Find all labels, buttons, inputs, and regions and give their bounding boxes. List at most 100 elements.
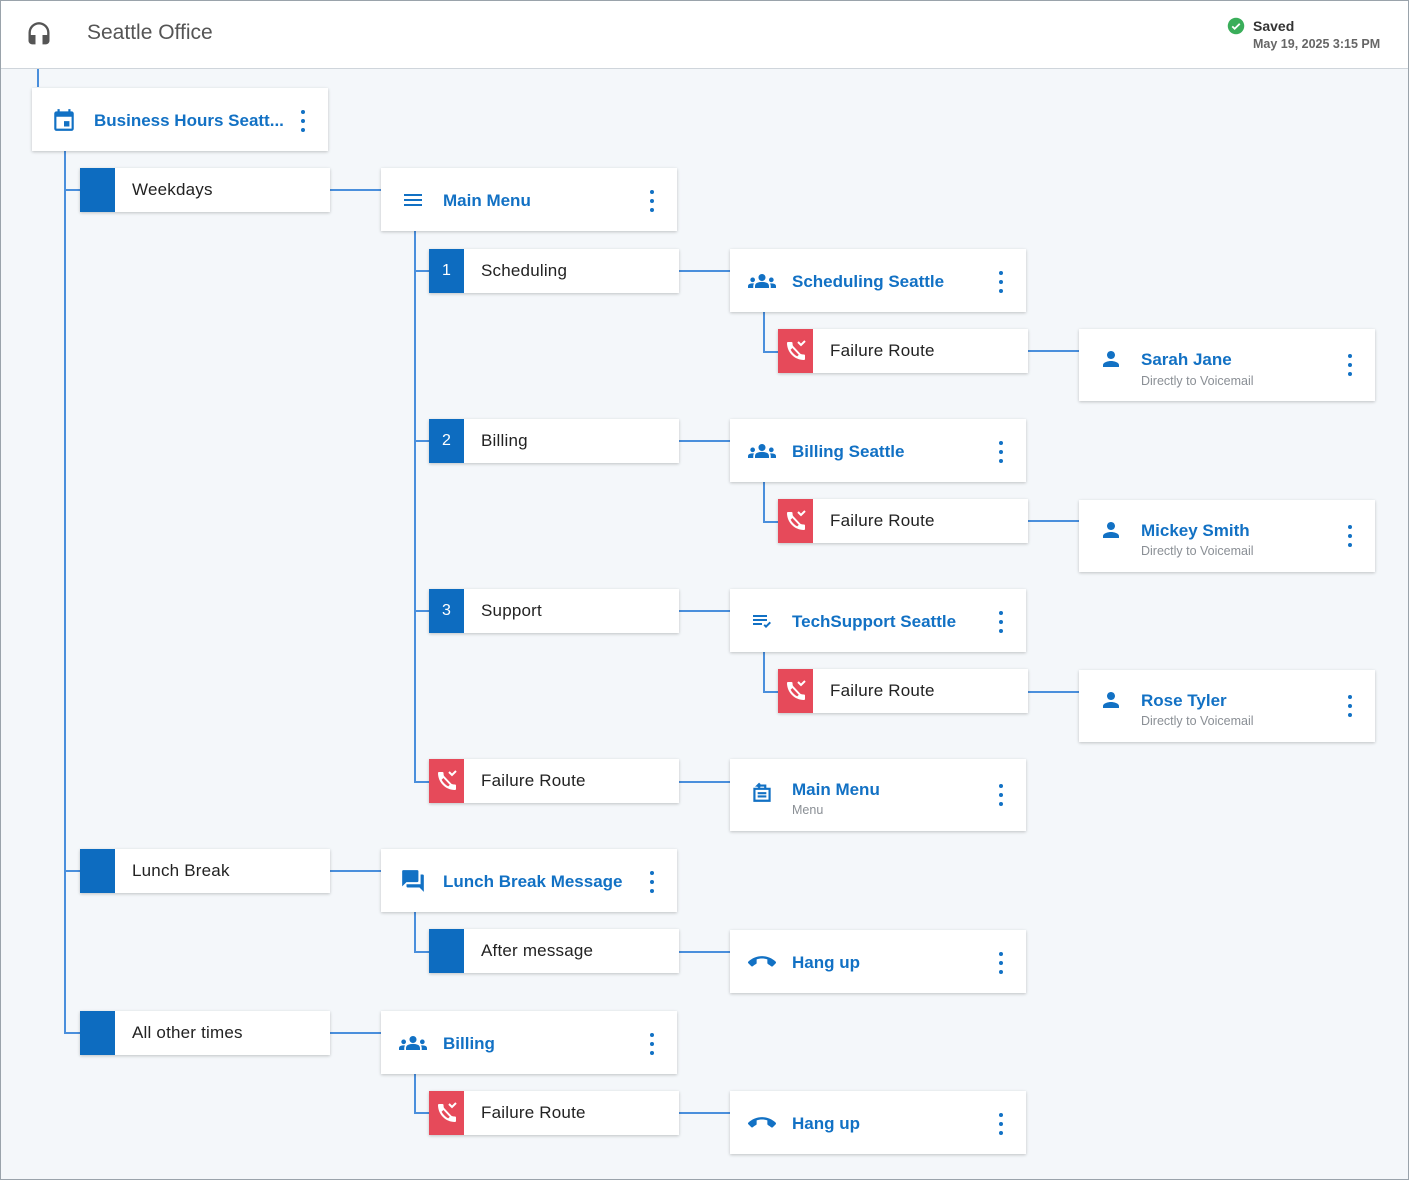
option-key: 3 — [429, 589, 464, 633]
node-sarah-jane[interactable]: Sarah Jane Directly to Voicemail — [1079, 329, 1375, 401]
node-subtitle: Directly to Voicemail — [1141, 714, 1254, 728]
group-icon — [398, 1028, 428, 1058]
connector — [414, 912, 416, 952]
route-label: Failure Route — [481, 1103, 586, 1122]
group-icon — [747, 266, 777, 296]
connector — [414, 270, 429, 272]
node-billing-seattle[interactable]: Billing Seattle — [730, 419, 1026, 482]
route-all-other-times[interactable]: All other times — [80, 1011, 330, 1055]
more-options-icon[interactable] — [994, 611, 1008, 633]
node-hang-up-1[interactable]: Hang up — [730, 930, 1026, 993]
more-options-icon[interactable] — [994, 441, 1008, 463]
connector — [679, 781, 730, 783]
connector — [414, 610, 429, 612]
menu-option-1[interactable]: 1 Scheduling — [429, 249, 679, 293]
connector — [763, 351, 778, 353]
node-subtitle: Menu — [792, 803, 824, 817]
node-techsupport-seattle[interactable]: TechSupport Seattle — [730, 589, 1026, 652]
header-bar: Seattle Office Saved May 19, 2025 3:15 P… — [1, 1, 1408, 69]
connector — [763, 482, 765, 522]
more-options-icon[interactable] — [1343, 695, 1357, 717]
failure-route-billing[interactable]: Failure Route — [778, 499, 1028, 543]
node-name: Billing — [443, 1034, 495, 1053]
failure-route-billing-2[interactable]: Failure Route — [429, 1091, 679, 1135]
node-business-hours[interactable]: Business Hours Seatt... — [32, 88, 328, 151]
node-name: Main Menu — [443, 191, 531, 210]
connector — [64, 189, 80, 191]
connector — [1028, 350, 1079, 352]
failure-route-scheduling[interactable]: Failure Route — [778, 329, 1028, 373]
connector — [763, 652, 765, 692]
node-name: Billing Seattle — [792, 442, 905, 461]
connector — [763, 312, 765, 352]
connector — [414, 440, 429, 442]
call-failed-icon — [429, 1091, 464, 1135]
option-key: 2 — [429, 419, 464, 463]
route-label: After message — [481, 941, 594, 960]
connector — [763, 521, 778, 523]
connector — [64, 870, 80, 872]
hang-up-icon — [747, 1108, 777, 1138]
option-label: Scheduling — [481, 261, 568, 280]
node-name: Rose Tyler — [1141, 691, 1227, 710]
save-status-text: Saved — [1253, 18, 1295, 34]
node-scheduling-seattle[interactable]: Scheduling Seattle — [730, 249, 1026, 312]
node-billing[interactable]: Billing — [381, 1011, 677, 1074]
menu-return-icon — [747, 776, 777, 806]
more-options-icon[interactable] — [296, 110, 310, 132]
node-main-menu[interactable]: Main Menu — [381, 168, 677, 231]
connector — [330, 1032, 381, 1034]
menu-lines-icon — [398, 185, 428, 215]
more-options-icon[interactable] — [1343, 354, 1357, 376]
menu-option-2[interactable]: 2 Billing — [429, 419, 679, 463]
route-weekdays[interactable]: Weekdays — [80, 168, 330, 212]
route-tab — [80, 849, 115, 893]
failure-route-techsupport[interactable]: Failure Route — [778, 669, 1028, 713]
hang-up-icon — [747, 947, 777, 977]
node-main-menu-return[interactable]: Main Menu Menu — [730, 759, 1026, 831]
failure-route-main-menu[interactable]: Failure Route — [429, 759, 679, 803]
connector — [414, 951, 429, 953]
connector — [763, 691, 778, 693]
node-name: Hang up — [792, 1114, 860, 1133]
check-circle-icon — [1227, 17, 1245, 35]
connector — [1028, 520, 1079, 522]
connector — [679, 951, 730, 953]
node-subtitle: Directly to Voicemail — [1141, 374, 1254, 388]
more-options-icon[interactable] — [645, 871, 659, 893]
more-options-icon[interactable] — [645, 190, 659, 212]
option-key: 1 — [429, 249, 464, 293]
more-options-icon[interactable] — [994, 952, 1008, 974]
node-lunch-break-message[interactable]: Lunch Break Message — [381, 849, 677, 912]
connector — [64, 1032, 80, 1034]
calendar-icon — [49, 105, 79, 135]
more-options-icon[interactable] — [994, 271, 1008, 293]
person-icon — [1096, 515, 1126, 545]
node-name: Business Hours Seatt... — [94, 111, 284, 130]
person-icon — [1096, 685, 1126, 715]
route-lunch-break[interactable]: Lunch Break — [80, 849, 330, 893]
more-options-icon[interactable] — [1343, 525, 1357, 547]
person-icon — [1096, 344, 1126, 374]
connector — [37, 69, 39, 87]
route-tab — [429, 929, 464, 973]
route-label: Failure Route — [830, 341, 935, 360]
more-options-icon[interactable] — [994, 1113, 1008, 1135]
option-label: Support — [481, 601, 542, 620]
more-options-icon[interactable] — [645, 1033, 659, 1055]
node-name: TechSupport Seattle — [792, 612, 957, 631]
node-name: Scheduling Seattle — [792, 272, 945, 291]
headset-icon — [28, 22, 50, 45]
route-after-message[interactable]: After message — [429, 929, 679, 973]
node-mickey-smith[interactable]: Mickey Smith Directly to Voicemail — [1079, 500, 1375, 572]
connector — [679, 610, 730, 612]
node-rose-tyler[interactable]: Rose Tyler Directly to Voicemail — [1079, 670, 1375, 742]
node-name: Mickey Smith — [1141, 521, 1250, 540]
menu-option-3[interactable]: 3 Support — [429, 589, 679, 633]
route-label: Weekdays — [132, 180, 213, 199]
call-failed-icon — [778, 329, 813, 373]
more-options-icon[interactable] — [994, 784, 1008, 806]
node-hang-up-2[interactable]: Hang up — [730, 1091, 1026, 1154]
connector — [414, 781, 429, 783]
node-name: Hang up — [792, 953, 860, 972]
